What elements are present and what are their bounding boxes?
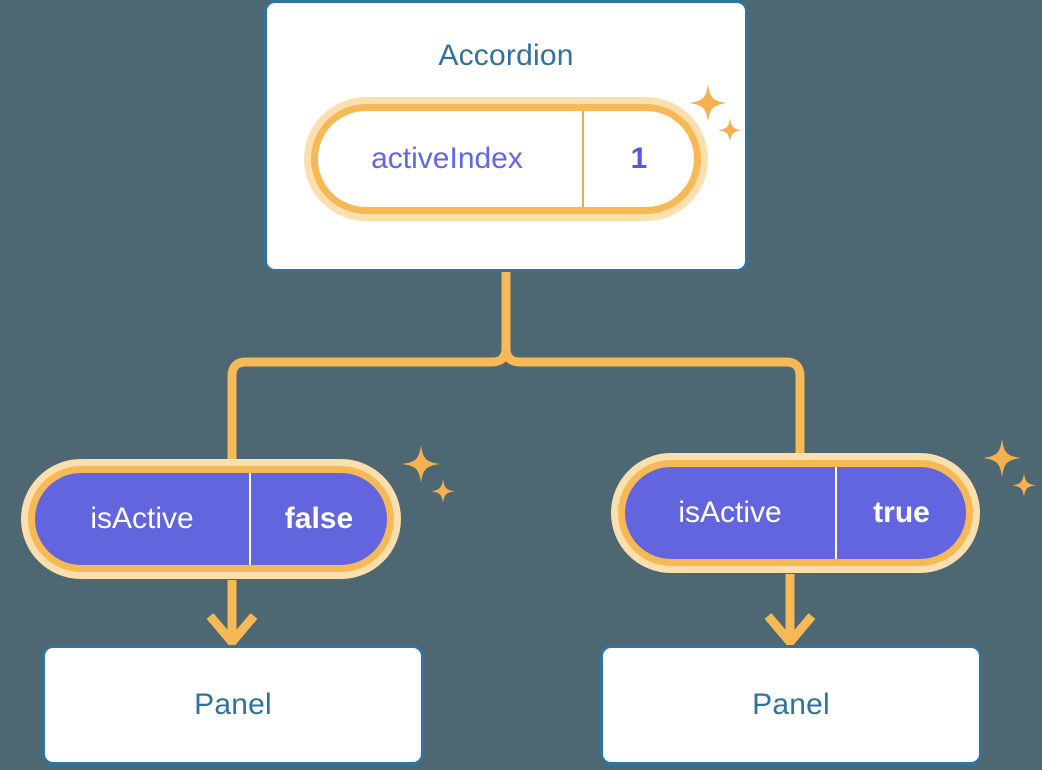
active-index-pill-value: 1 bbox=[630, 142, 648, 175]
panel-card-right[interactable]: Panel bbox=[600, 645, 982, 765]
is-active-pill-right-divider bbox=[835, 467, 837, 559]
active-index-pill-key: activeIndex bbox=[371, 142, 523, 175]
active-index-pill[interactable]: activeIndex 1 bbox=[311, 104, 701, 214]
panel-card-left[interactable]: Panel bbox=[42, 645, 424, 765]
sparkle-small-icon bbox=[1012, 473, 1036, 497]
sparkle-group-left-pill bbox=[402, 445, 455, 503]
left-pill-to-panel-arrow bbox=[206, 580, 258, 649]
sparkle-group-right-pill bbox=[983, 439, 1036, 497]
sparkle-small-icon bbox=[431, 479, 455, 503]
is-active-pill-left-value: false bbox=[284, 502, 354, 535]
sparkle-icon bbox=[983, 439, 1021, 477]
is-active-pill-left-divider bbox=[249, 473, 251, 565]
is-active-pill-left-key: isActive bbox=[90, 502, 194, 535]
panel-card-right-title: Panel bbox=[752, 688, 830, 721]
panel-card-left-title: Panel bbox=[194, 688, 272, 721]
right-pill-to-panel-arrow bbox=[764, 574, 816, 649]
accordion-card-title: Accordion bbox=[438, 39, 574, 72]
is-active-pill-right-key: isActive bbox=[678, 496, 782, 529]
active-index-pill-divider bbox=[582, 111, 584, 207]
is-active-pill-right[interactable]: isActive true bbox=[618, 460, 973, 566]
sparkle-icon bbox=[402, 445, 440, 483]
is-active-pill-right-value: true bbox=[873, 496, 930, 529]
is-active-pill-left[interactable]: isActive false bbox=[28, 466, 394, 572]
root-to-branch-split bbox=[227, 272, 805, 462]
